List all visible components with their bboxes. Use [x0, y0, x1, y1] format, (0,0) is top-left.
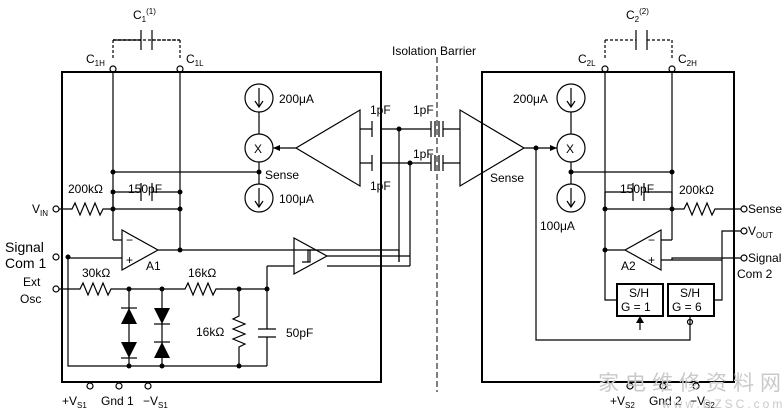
- ext-osc-label-b: Osc: [20, 292, 41, 306]
- barrier-caps: [430, 121, 444, 171]
- vs2-pos-label: +VS2: [610, 394, 635, 410]
- cap-1pf-d: 1pF: [413, 147, 434, 161]
- left-driver-amplifier: [294, 108, 361, 188]
- c1-label: C1(1): [133, 7, 156, 24]
- cap-1pf-b: 1pF: [370, 179, 391, 193]
- current-100ua-right-label: 100μA: [540, 219, 575, 233]
- cap-1pf-a: 1pF: [370, 103, 391, 117]
- a2-minus: −: [648, 233, 655, 247]
- c1h-label: C1H: [86, 52, 105, 68]
- ext-osc-label-a: Ext: [23, 275, 41, 289]
- gnd1-label: Gnd 1: [101, 394, 134, 408]
- current-100ua-left-label: 100μA: [279, 192, 314, 206]
- vout-pin: [740, 227, 748, 235]
- schmitt-trigger: [293, 236, 329, 276]
- a1-opamp: [121, 228, 160, 272]
- a1-label: A1: [146, 259, 161, 273]
- current-200ua-right-label: 200μA: [513, 92, 548, 106]
- r-200k-left-label: 200kΩ: [68, 182, 103, 196]
- c-150p-right: [604, 183, 673, 209]
- a2-opamp: [623, 228, 662, 272]
- inner-1pf-caps-left: [371, 121, 382, 171]
- left-package-outline: [61, 71, 382, 383]
- c2-capacitor: [635, 30, 648, 50]
- signal-com2-label-a: Signal: [748, 251, 781, 265]
- current-200ua-left-label: 200μA: [279, 92, 314, 106]
- signal-com1-label-a: Signal: [5, 239, 44, 255]
- c1-dashed-link: [112, 39, 181, 60]
- vs2-neg-pin: [692, 382, 700, 390]
- multiplier-left-label: X: [254, 142, 262, 156]
- r-200k-left: [59, 201, 180, 217]
- signal-com2-label-b: Com 2: [737, 267, 773, 281]
- r-30k-and-16k: [59, 281, 267, 297]
- a1-plus: +: [126, 253, 133, 267]
- current-source-100ua-left: [244, 183, 274, 213]
- signal-com1-label-b: Com 1: [5, 255, 46, 271]
- a1-minus: −: [126, 233, 133, 247]
- c-150p-left-label: 150pF: [128, 182, 162, 196]
- r-16k-label: 16kΩ: [188, 266, 216, 280]
- zener-diode-2b: [154, 342, 170, 358]
- vout-label: VOUT: [748, 224, 773, 240]
- r-200k-right: [605, 201, 741, 217]
- zener-diode-1b: [121, 342, 137, 358]
- a2-label: A2: [621, 259, 636, 273]
- sense-out-label: Sense: [748, 202, 782, 216]
- g6-label: G = 6: [672, 300, 702, 314]
- r-16k-vertical: [231, 289, 247, 366]
- ext-osc-pin: [52, 285, 60, 293]
- sense-right-label: Sense: [490, 171, 524, 185]
- multiplier-right-label: X: [566, 142, 574, 156]
- c-150p-right-label: 150pF: [620, 182, 654, 196]
- vs2-neg-label: −VS2: [690, 394, 715, 410]
- c1l-label: C1L: [186, 52, 204, 68]
- c-150p-left: [112, 183, 180, 209]
- r-30k-label: 30kΩ: [82, 266, 110, 280]
- r-16k-vertical-label: 16kΩ: [196, 325, 224, 339]
- g1-label: G = 1: [621, 300, 651, 314]
- c2l-label: C2L: [578, 52, 596, 68]
- a2-plus: +: [648, 253, 655, 267]
- r-200k-right-label: 200kΩ: [679, 183, 714, 197]
- c-50p-label: 50pF: [286, 326, 313, 340]
- c2-label: C2(2): [626, 7, 649, 24]
- sense-out-pin: [740, 205, 748, 213]
- vin-label: VIN: [32, 202, 48, 218]
- watermark-text: 家电维修资料网: [598, 371, 784, 395]
- sh-g6-label: S/H: [680, 286, 700, 300]
- vs2-pos-pin: [626, 382, 634, 390]
- right-receiver-amplifier: [459, 108, 526, 188]
- zener-diode-2a: [154, 308, 170, 324]
- vs1-pos-label: +VS1: [62, 394, 87, 410]
- current-source-100ua-right: [556, 183, 586, 213]
- watermark-url: www.DZSC.com: [661, 397, 784, 411]
- schmitt-icon: [302, 249, 316, 263]
- vs1-neg-pin: [144, 382, 152, 390]
- zener-diode-1a: [121, 308, 137, 324]
- c1-capacitor: [140, 30, 153, 50]
- vs1-pos-pin: [86, 382, 94, 390]
- signal-com2-pin: [740, 254, 748, 262]
- c2-dashed-link: [604, 39, 673, 60]
- vin-pin: [52, 205, 60, 213]
- sense-left-label: Sense: [265, 168, 299, 182]
- signal-com1-pin: [52, 253, 60, 261]
- sh-g1-label: S/H: [629, 286, 649, 300]
- right-package-outline: [481, 71, 735, 383]
- c2h-label: C2H: [678, 52, 697, 68]
- gnd1-pin: [115, 382, 123, 390]
- vs1-neg-label: −VS1: [143, 394, 168, 410]
- gnd2-pin: [659, 382, 667, 390]
- c-50p: [258, 289, 276, 366]
- isolation-barrier-label: Isolation Barrier: [392, 44, 476, 58]
- gnd2-label: Gnd 2: [649, 394, 682, 408]
- cap-1pf-c: 1pF: [413, 103, 434, 117]
